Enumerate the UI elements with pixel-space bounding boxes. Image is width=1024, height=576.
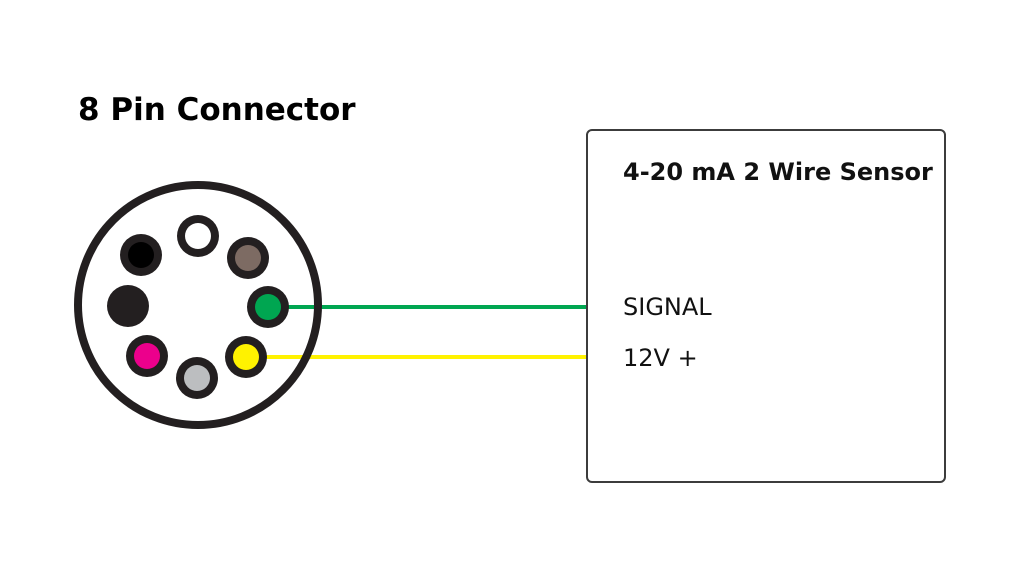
pin-gray <box>176 357 218 399</box>
sensor-title: 4-20 mA 2 Wire Sensor <box>623 158 933 186</box>
sensor-box: 4-20 mA 2 Wire Sensor SIGNAL 12V + <box>586 129 946 483</box>
wire-power-endpoint <box>243 354 249 360</box>
wire-signal-endpoint <box>265 304 271 310</box>
terminal-signal-label: SIGNAL <box>623 293 712 321</box>
pin-black <box>120 234 162 276</box>
pin-brown <box>227 237 269 279</box>
terminal-power-label: 12V + <box>623 344 698 372</box>
pin-white <box>177 215 219 257</box>
pin-magenta <box>126 335 168 377</box>
connector-ring <box>74 181 322 429</box>
pin-key <box>107 285 149 327</box>
diagram-title: 8 Pin Connector <box>78 92 356 128</box>
